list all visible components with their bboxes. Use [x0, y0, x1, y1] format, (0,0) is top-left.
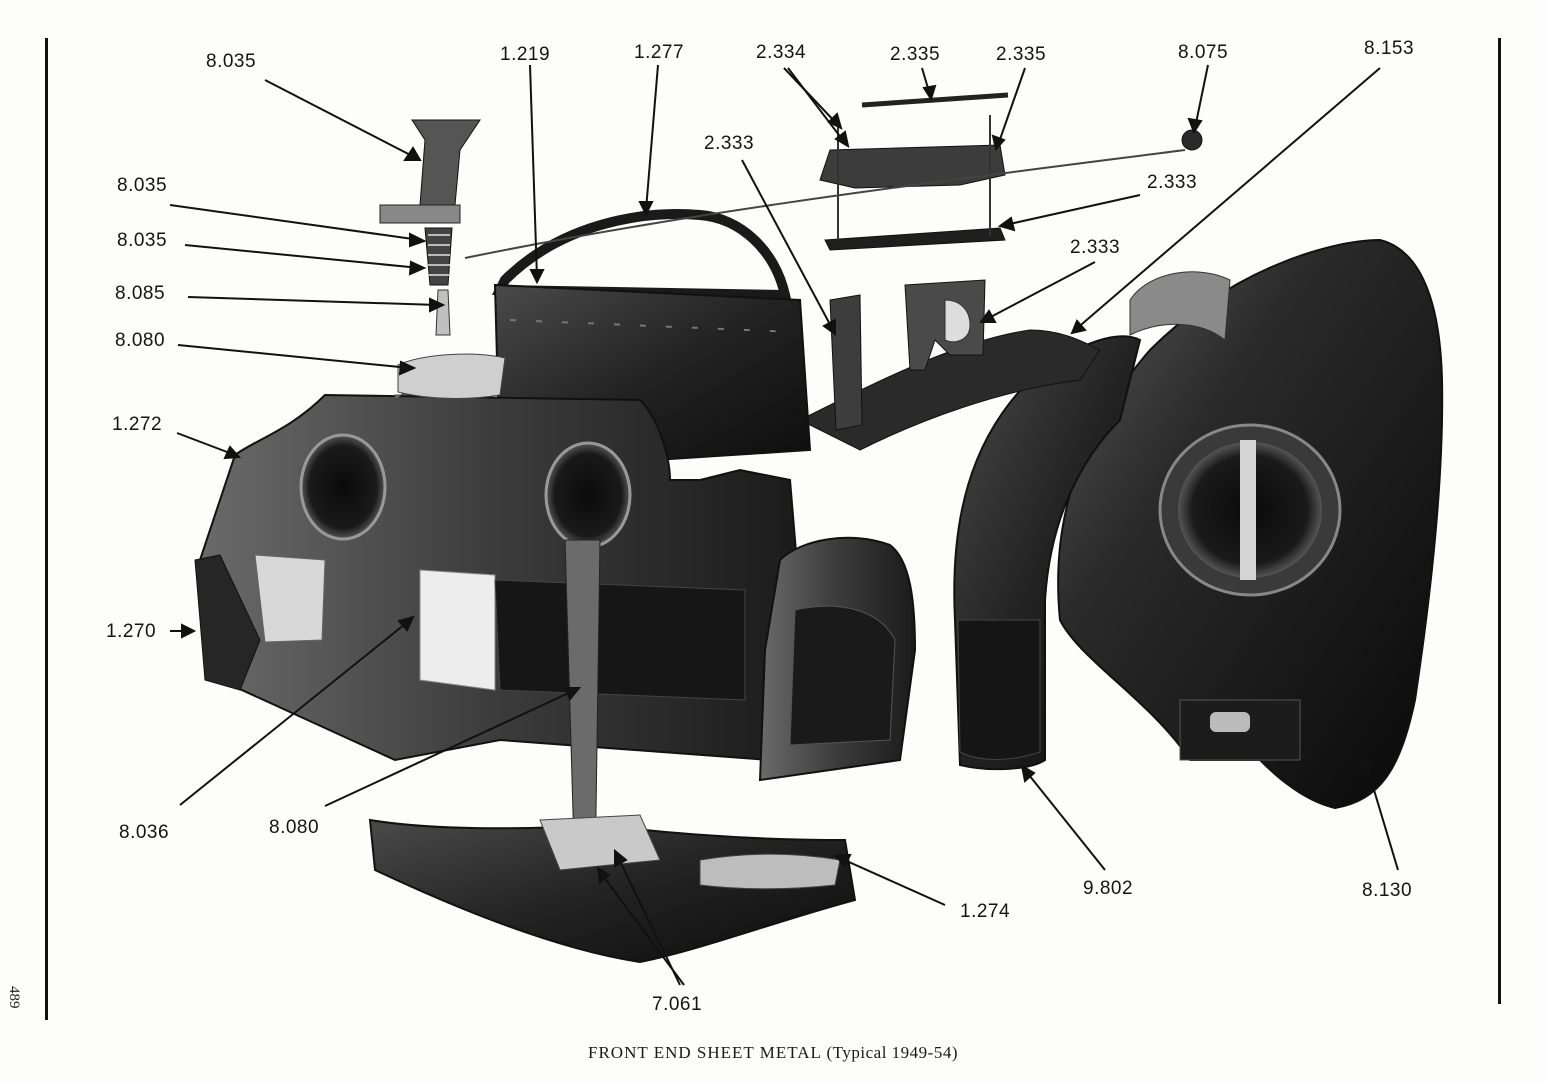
callout-8080-top: 8.080	[115, 330, 166, 351]
right-splash-shield-part	[758, 536, 917, 782]
callout-2333-top: 2.333	[704, 133, 755, 154]
leader-lines	[169, 64, 1399, 986]
callout-8036: 8.036	[119, 822, 170, 843]
callout-2333-low: 2.333	[1070, 237, 1121, 258]
support-bracket-parts	[829, 279, 986, 431]
callout-8035-low: 8.035	[117, 230, 168, 251]
right-fender-part	[1057, 238, 1444, 810]
callout-1277: 1.277	[634, 42, 685, 63]
callout-1219: 1.219	[500, 44, 551, 65]
left-side-panel-part	[194, 554, 261, 691]
left-margin-rule	[45, 38, 48, 1020]
figure-caption: FRONT END SHEET METAL (Typical 1949-54)	[0, 1043, 1546, 1063]
callout-9802: 9.802	[1083, 878, 1134, 899]
callout-8153: 8.153	[1364, 38, 1415, 59]
hood-hinge-assembly-part	[379, 119, 506, 399]
hood-release-cable-part	[464, 129, 1203, 259]
callout-8035-top: 8.035	[206, 51, 257, 72]
callout-1272: 1.272	[112, 414, 163, 435]
callout-8085: 8.085	[115, 283, 166, 304]
callout-2334: 2.334	[756, 42, 807, 63]
callout-8075: 8.075	[1178, 42, 1229, 63]
right-margin-rule	[1498, 38, 1501, 1004]
callout-8130: 8.130	[1362, 880, 1413, 901]
callout-1270: 1.270	[106, 621, 157, 642]
battery-tray-part	[819, 92, 1009, 251]
inner-fender-skirt-part	[798, 329, 1142, 771]
caption-subtitle: (Typical 1949-54)	[826, 1043, 958, 1062]
callout-8035-mid: 8.035	[117, 175, 168, 196]
caption-title: FRONT END SHEET METAL	[588, 1043, 822, 1062]
callout-2335-right: 2.335	[996, 44, 1047, 65]
callout-1274: 1.274	[960, 901, 1011, 922]
callout-2333-right: 2.333	[1147, 172, 1198, 193]
lower-gravel-pan-part	[368, 814, 857, 964]
page-number: 489	[6, 986, 22, 1009]
callout-2335-left: 2.335	[890, 44, 941, 65]
callout-7061: 7.061	[652, 994, 703, 1015]
callout-8080-low: 8.080	[269, 817, 320, 838]
